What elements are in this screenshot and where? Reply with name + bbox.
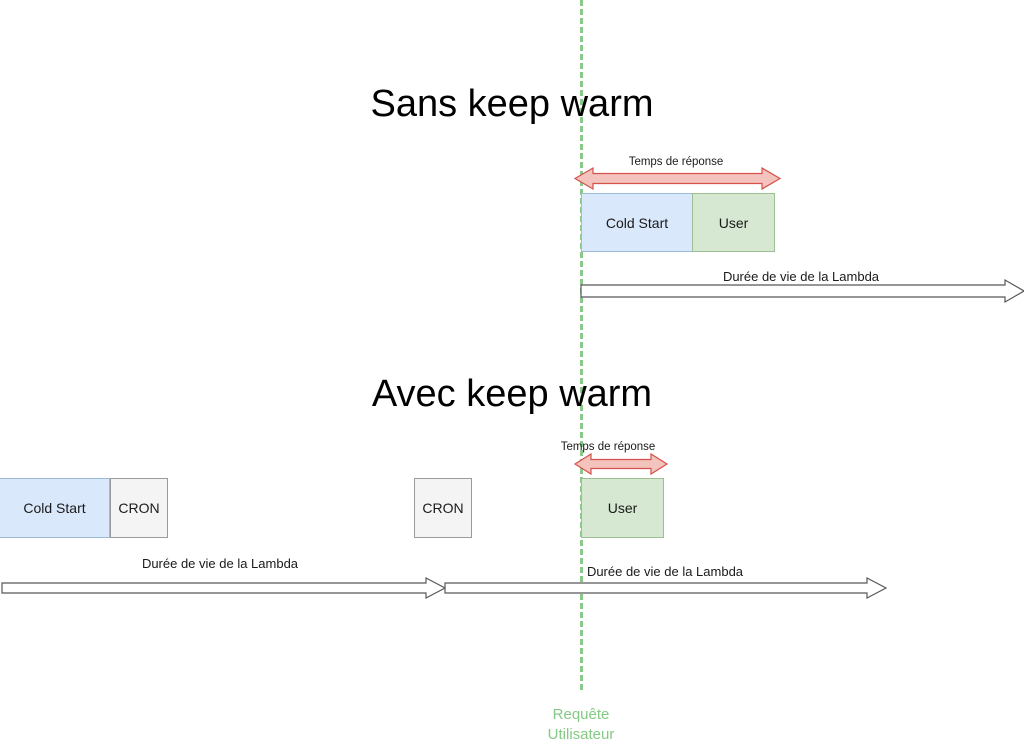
section-title-sans-keep-warm: Sans keep warm: [370, 83, 654, 125]
user-request-marker-line: [580, 0, 583, 690]
user-block-bottom: User: [581, 478, 664, 538]
user-block-top: User: [692, 193, 775, 252]
lifetime-arrow-bottom-right: [444, 577, 888, 599]
lifetime-label-top: Durée de vie de la Lambda: [722, 269, 880, 284]
cron-block-1: CRON: [110, 478, 168, 538]
response-time-arrow-bottom: [573, 452, 669, 476]
cold-start-block-bottom: Cold Start: [0, 478, 110, 538]
lifetime-arrow-bottom-left: [1, 577, 447, 599]
lifetime-label-bottom-right: Durée de vie de la Lambda: [586, 564, 744, 579]
marker-label-line2: Utilisateur: [547, 726, 615, 743]
response-time-label-bottom: Temps de réponse: [560, 441, 656, 453]
marker-label-line1: Requête: [552, 706, 610, 723]
lifetime-arrow-top: [580, 278, 1024, 304]
lifetime-label-bottom-left: Durée de vie de la Lambda: [141, 556, 299, 571]
user-request-marker-label: Requête Utilisateur: [506, 705, 656, 745]
response-time-arrow-top: [573, 166, 782, 191]
response-time-label-top: Temps de réponse: [628, 156, 724, 168]
cold-start-block-top: Cold Start: [581, 193, 693, 252]
section-title-avec-keep-warm: Avec keep warm: [371, 373, 653, 415]
cron-block-2: CRON: [414, 478, 472, 538]
